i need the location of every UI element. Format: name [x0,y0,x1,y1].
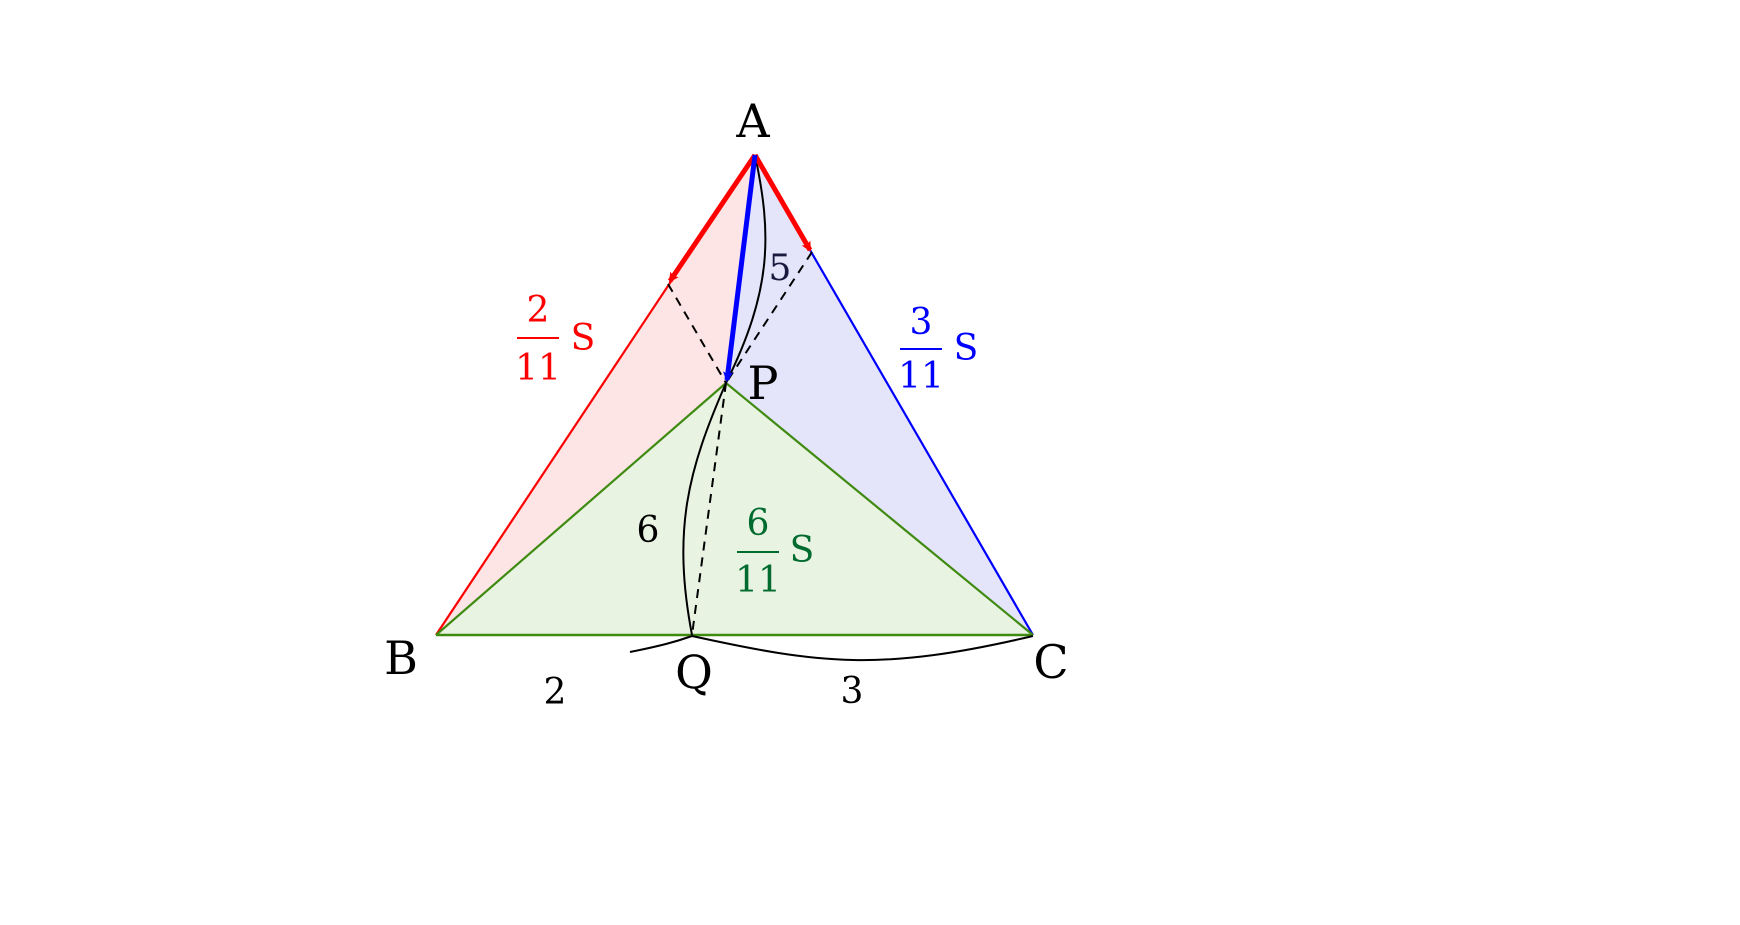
blue-arrow-AP [723,154,758,382]
red-arrow-AB [667,153,758,283]
fraction-bar [900,348,942,350]
brace-PQ [682,382,727,636]
label-Q: Q [675,645,713,699]
fraction-bar [737,551,779,553]
area-ACP-denominator: 11 [898,356,944,397]
dashed-line-PQ [691,382,727,636]
area-BCP-denominator: 11 [735,560,781,601]
length-PQ: 6 [637,510,660,551]
length-AP: 5 [769,248,792,289]
red-arrow-AC [752,153,813,252]
edge-CP [725,382,1034,636]
dashed-line-1 [667,283,727,384]
area-ACP-numerator: 3 [910,302,933,343]
brace-QC [691,635,1034,662]
label-C: C [1033,635,1068,689]
area-ABP-unit: S [571,318,596,359]
label-P: P [748,356,779,410]
edge-BP [435,382,727,636]
fraction-bar [517,337,559,339]
area-BCP-numerator: 6 [747,503,770,544]
area-ABP: 2 11 S [515,290,595,389]
label-A: A [735,94,770,148]
triangle-BCP [436,383,1033,635]
brace-BQ [629,635,693,653]
length-BQ: 2 [544,672,567,713]
label-B: B [384,631,418,685]
area-ABP-numerator: 2 [527,290,550,331]
area-ABP-denominator: 11 [515,348,561,389]
area-ACP-unit: S [954,328,979,369]
dashed-line-2 [725,251,813,384]
area-BCP-unit: S [790,530,815,571]
area-ACP: 3 11 S [898,302,978,397]
brace-AP [725,154,767,384]
area-BCP: 6 11 S [735,503,814,601]
triangle-ACP [726,155,1033,635]
length-QC: 3 [841,671,864,712]
